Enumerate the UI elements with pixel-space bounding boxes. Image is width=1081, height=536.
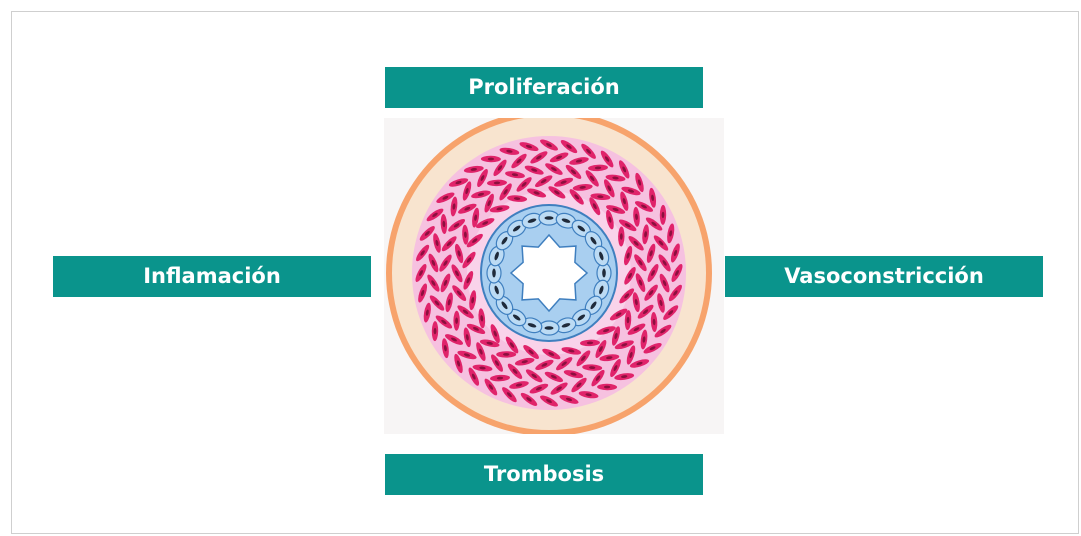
blood-vessel-cross-section-icon (384, 118, 724, 434)
label-proliferacion: Proliferación (385, 67, 703, 108)
endothelial-nucleus (545, 326, 554, 330)
vessel-lumen (511, 235, 587, 311)
endothelial-nucleus (545, 216, 554, 220)
endothelial-nucleus (602, 269, 606, 278)
label-inflamacion: Inflamación (53, 256, 371, 297)
label-trombosis: Trombosis (385, 454, 703, 495)
endothelial-nucleus (492, 269, 496, 278)
label-vasoconstriccion: Vasoconstricción (725, 256, 1043, 297)
vessel-illustration (384, 118, 724, 434)
